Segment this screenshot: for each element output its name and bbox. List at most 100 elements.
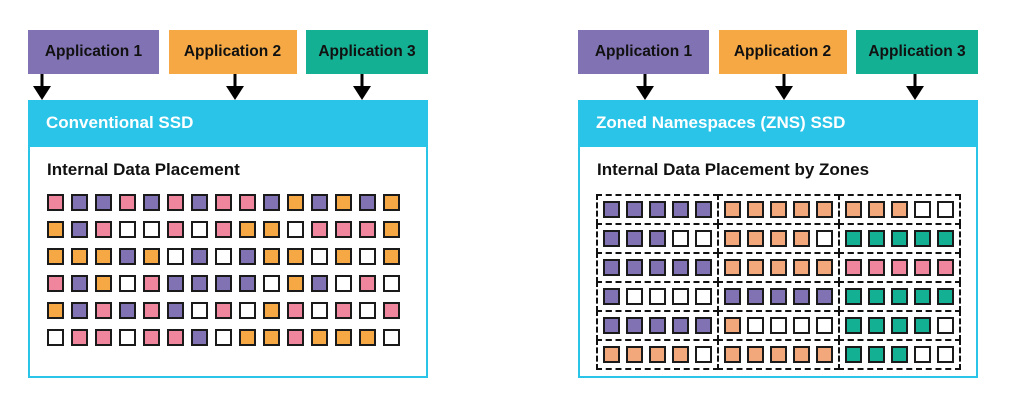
data-block-white xyxy=(47,329,64,346)
application-3-box: Application 3 xyxy=(856,30,978,74)
data-block-purple xyxy=(695,259,712,276)
data-block-purple xyxy=(672,259,689,276)
conventional-ssd-title: Conventional SSD xyxy=(46,112,194,132)
data-block-peach xyxy=(603,346,620,363)
data-block-pink xyxy=(95,329,112,346)
data-block-purple xyxy=(603,288,620,305)
down-arrow-icon xyxy=(32,74,52,100)
data-block-orange xyxy=(359,329,376,346)
data-block-peach xyxy=(724,201,741,218)
data-block-teal xyxy=(937,288,954,305)
application-2-box: Application 2 xyxy=(718,30,847,74)
data-block-white xyxy=(937,346,954,363)
data-block-purple xyxy=(359,194,376,211)
zone xyxy=(717,194,840,225)
data-block-peach xyxy=(868,201,885,218)
zone xyxy=(838,310,961,341)
data-block-white xyxy=(359,302,376,319)
data-block-purple xyxy=(672,201,689,218)
data-block-orange xyxy=(47,302,64,319)
data-block-white xyxy=(191,302,208,319)
zone xyxy=(838,252,961,283)
data-block-white xyxy=(747,317,764,334)
zone xyxy=(838,223,961,254)
data-block-pink xyxy=(167,329,184,346)
data-block-orange xyxy=(383,248,400,265)
data-block-peach xyxy=(724,346,741,363)
data-block-teal xyxy=(845,346,862,363)
data-block-purple xyxy=(167,302,184,319)
data-block-teal xyxy=(914,288,931,305)
data-block-purple xyxy=(649,201,666,218)
data-block-purple xyxy=(167,275,184,292)
zns-ssd-header: Zoned Namespaces (ZNS) SSD xyxy=(578,100,978,145)
data-block-white xyxy=(695,288,712,305)
data-block-orange xyxy=(383,194,400,211)
data-block-teal xyxy=(868,288,885,305)
data-block-pink xyxy=(119,194,136,211)
data-block-teal xyxy=(845,288,862,305)
data-block-teal xyxy=(937,230,954,247)
data-block-white xyxy=(143,221,160,238)
data-block-purple xyxy=(672,317,689,334)
zone xyxy=(717,310,840,341)
data-block-teal xyxy=(891,346,908,363)
application-1-box: Application 1 xyxy=(28,30,159,74)
data-block-pink xyxy=(914,259,931,276)
arrows-strip xyxy=(28,74,428,100)
zone-row xyxy=(596,310,961,341)
data-block-pink xyxy=(71,329,88,346)
data-block-peach xyxy=(724,259,741,276)
data-block-orange xyxy=(95,275,112,292)
data-block-purple xyxy=(603,230,620,247)
data-block-purple xyxy=(239,248,256,265)
data-block-white xyxy=(119,275,136,292)
data-block-white xyxy=(816,317,833,334)
data-block-peach xyxy=(724,317,741,334)
internal-data-placement-by-zones-title: Internal Data Placement by Zones xyxy=(597,160,870,179)
down-arrow-icon xyxy=(635,74,655,100)
data-block-peach xyxy=(747,230,764,247)
data-block-peach xyxy=(793,346,810,363)
data-block-white xyxy=(119,221,136,238)
application-row: Application 1 Application 2 Application … xyxy=(28,30,428,74)
data-block-pink xyxy=(215,221,232,238)
data-block-white xyxy=(215,329,232,346)
down-arrow-icon xyxy=(352,74,372,100)
data-block-peach xyxy=(816,346,833,363)
data-block-purple xyxy=(263,194,280,211)
zone xyxy=(596,310,719,341)
data-block-peach xyxy=(891,201,908,218)
data-block-pink xyxy=(287,329,304,346)
down-arrow-icon xyxy=(225,74,245,100)
zns-ssd-body: Internal Data Placement by Zones xyxy=(578,145,978,378)
data-block-orange xyxy=(263,221,280,238)
data-block-pink xyxy=(95,302,112,319)
data-block-peach xyxy=(845,201,862,218)
zone xyxy=(838,194,961,225)
data-block-orange xyxy=(263,302,280,319)
data-block-purple xyxy=(603,317,620,334)
data-block-orange xyxy=(311,329,328,346)
data-block-orange xyxy=(47,248,64,265)
zone-row xyxy=(596,223,961,254)
data-block-peach xyxy=(747,201,764,218)
data-block-orange xyxy=(263,329,280,346)
data-block-orange xyxy=(383,221,400,238)
data-block-peach xyxy=(626,346,643,363)
data-block-white xyxy=(770,317,787,334)
data-block-peach xyxy=(649,346,666,363)
data-block-peach xyxy=(724,230,741,247)
zone-row xyxy=(596,194,961,225)
data-block-purple xyxy=(770,288,787,305)
data-block-purple xyxy=(793,288,810,305)
data-block-orange xyxy=(71,248,88,265)
data-block-peach xyxy=(770,259,787,276)
data-block-purple xyxy=(95,194,112,211)
down-arrow-icon xyxy=(774,74,794,100)
data-block-purple xyxy=(626,259,643,276)
data-block-pink xyxy=(311,221,328,238)
data-block-white xyxy=(937,317,954,334)
data-block-peach xyxy=(793,259,810,276)
data-block-purple xyxy=(695,201,712,218)
